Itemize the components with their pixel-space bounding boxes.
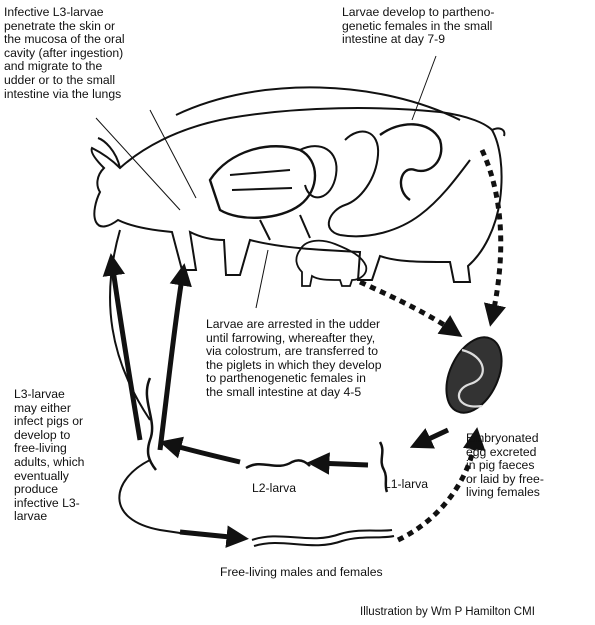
arrow-icon [418,430,448,444]
pig-icon [92,108,505,282]
l2-larva-label: L2-larva [252,482,296,496]
l3-larvae-label: L3-larvae may either infect pigs or deve… [14,388,84,524]
arrow-icon [112,262,140,440]
arrow-icon [316,463,368,465]
infection-label: Infective L3-larvae penetrate the skin o… [4,6,125,101]
arrow-icon [180,532,240,538]
arrow-icon [160,272,183,450]
larva-icon [246,460,310,468]
arrow-icon [168,444,240,462]
development-label: Larvae develop to partheno- genetic fema… [342,6,494,47]
worm-icon [252,530,394,546]
embryonated-egg-label: Embryonated egg excreted in pig faeces o… [466,432,544,500]
illustration-credit: Illustration by Wm P Hamilton CMI [360,606,535,618]
l1-larva-label: L1-larva [384,478,428,492]
piglet-icon [296,241,366,286]
arrested-larvae-label: Larvae are arrested in the udder until f… [206,318,381,400]
egg-icon [435,329,512,422]
free-living-adults-label: Free-living males and females [220,566,383,580]
